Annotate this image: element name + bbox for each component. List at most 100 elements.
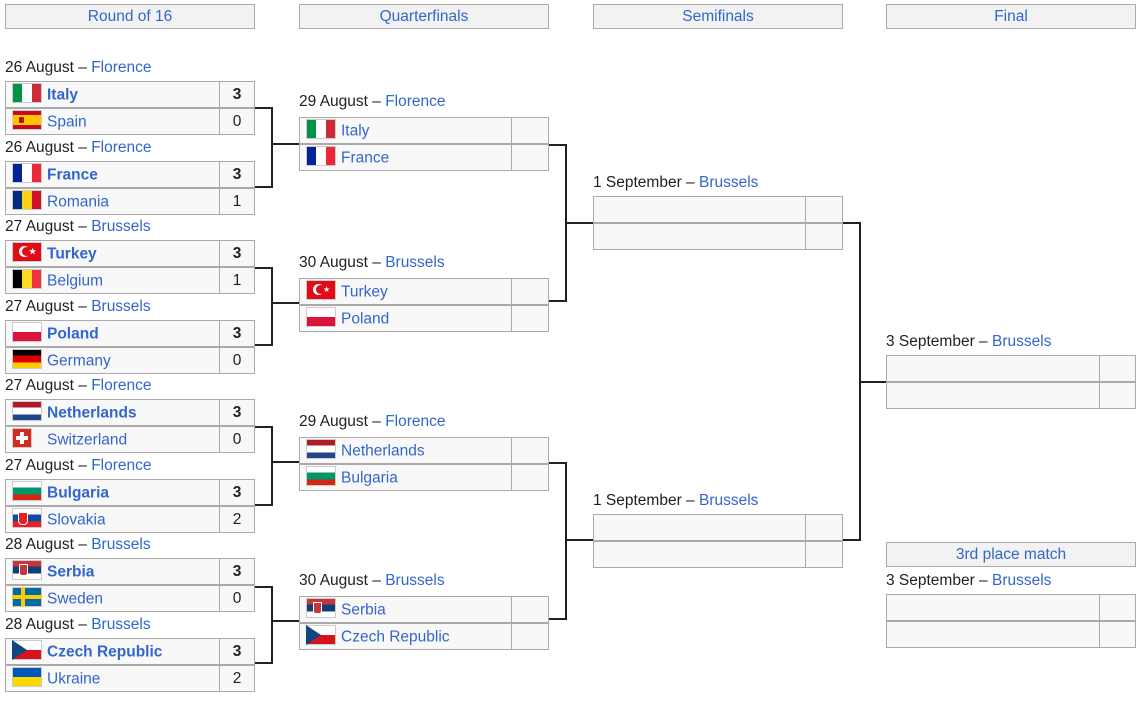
team-name[interactable]: Bulgaria [341,469,398,487]
connector-line [271,586,273,664]
team-cell[interactable]: Italy [5,81,220,108]
team-row [886,382,1136,409]
team-name[interactable]: France [341,149,390,167]
venue-link[interactable]: Brussels [991,572,1052,589]
team-name[interactable]: Netherlands [341,442,425,460]
team-cell[interactable]: France [299,144,512,171]
venue-link[interactable]: Florence [91,139,152,156]
team-name[interactable]: Italy [341,122,370,140]
venue-link[interactable]: Brussels [698,174,759,191]
team-cell[interactable]: Spain [5,108,220,135]
team-score [805,223,843,250]
team-name[interactable]: Ukraine [47,670,101,688]
header-third-place-match: 3rd place match [886,542,1136,567]
team-cell [886,594,1100,621]
team-name[interactable]: France [47,166,98,184]
team-cell[interactable]: Bulgaria [5,479,220,506]
team-score: 1 [219,267,255,294]
team-name[interactable]: Poland [47,325,99,343]
match-date-text: 28 August – [5,616,92,633]
team-score [805,541,843,568]
italy-flag-icon [306,119,336,140]
team-name[interactable]: Slovakia [47,511,106,529]
team-cell[interactable]: Netherlands [5,399,220,426]
team-cell[interactable]: ★Turkey [5,240,220,267]
match-date: 29 August – Florence [299,93,446,111]
venue-link[interactable]: Brussels [698,492,759,509]
venue-link[interactable]: Brussels [91,536,151,553]
team-cell [593,196,806,223]
team-score: 3 [219,399,255,426]
team-row [886,621,1136,648]
team-score [1099,621,1136,648]
venue-link[interactable]: Brussels [385,254,445,271]
venue-link[interactable]: Florence [91,377,152,394]
team-cell[interactable]: Poland [299,305,512,332]
team-cell[interactable]: Ukraine [5,665,220,692]
team-name[interactable]: Sweden [47,590,104,608]
team-name[interactable]: Poland [341,310,390,328]
team-name[interactable]: Turkey [341,283,388,301]
team-name[interactable]: Bulgaria [47,484,110,502]
team-cell[interactable]: Netherlands [299,437,512,464]
team-name[interactable]: Serbia [341,601,386,619]
team-cell[interactable]: Romania [5,188,220,215]
netherlands-flag-icon [12,401,42,422]
team-cell[interactable]: Italy [299,117,512,144]
team-name[interactable]: Italy [47,86,79,104]
sweden-flag-icon [12,587,42,608]
connector-line [271,461,299,463]
team-row: Netherlands [299,437,549,464]
team-score [1099,594,1136,621]
match-date: 27 August – Brussels [5,218,151,236]
match-date: 29 August – Florence [299,413,446,431]
team-name[interactable]: Turkey [47,245,97,263]
team-cell[interactable]: France [5,161,220,188]
team-score [511,305,549,332]
match-date-text: 3 September – [886,572,992,589]
venue-link[interactable]: Florence [91,457,152,474]
team-name[interactable]: Serbia [47,563,95,581]
team-cell[interactable]: Serbia [5,558,220,585]
team-cell[interactable]: Czech Republic [299,623,512,650]
team-cell [593,223,806,250]
team-cell[interactable]: Czech Republic [5,638,220,665]
team-cell[interactable]: Belgium [5,267,220,294]
team-cell[interactable]: Switzerland [5,426,220,453]
venue-link[interactable]: Brussels [91,218,151,235]
connector-line [271,143,299,145]
venue-link[interactable]: Florence [385,413,446,430]
team-cell[interactable]: Serbia [299,596,512,623]
romania-flag-icon [12,190,42,211]
venue-link[interactable]: Brussels [385,572,445,589]
team-name[interactable]: Czech Republic [47,643,163,661]
team-score [511,437,549,464]
team-cell[interactable]: Slovakia [5,506,220,533]
venue-link[interactable]: Brussels [91,616,151,633]
team-cell[interactable]: Sweden [5,585,220,612]
team-name[interactable]: Romania [47,193,110,211]
team-name[interactable]: Germany [47,352,111,370]
team-name[interactable]: Czech Republic [341,628,450,646]
connector-line [549,144,567,146]
connector-line [565,222,593,224]
venue-link[interactable]: Florence [385,93,446,110]
team-name[interactable]: Switzerland [47,431,128,449]
switzerland-flag-icon [12,428,32,449]
team-cell[interactable]: Germany [5,347,220,374]
team-cell[interactable]: Bulgaria [299,464,512,491]
team-cell[interactable]: ★Turkey [299,278,512,305]
connector-line [255,426,273,428]
team-name[interactable]: Spain [47,113,87,131]
venue-link[interactable]: Brussels [91,298,151,315]
venue-link[interactable]: Brussels [991,333,1052,350]
team-score [511,464,549,491]
match-date: 30 August – Brussels [299,254,445,272]
team-name[interactable]: Belgium [47,272,103,290]
venue-link[interactable]: Florence [91,59,152,76]
team-name[interactable]: Netherlands [47,404,137,422]
match-date: 1 September – Brussels [593,492,758,510]
team-cell[interactable]: Poland [5,320,220,347]
